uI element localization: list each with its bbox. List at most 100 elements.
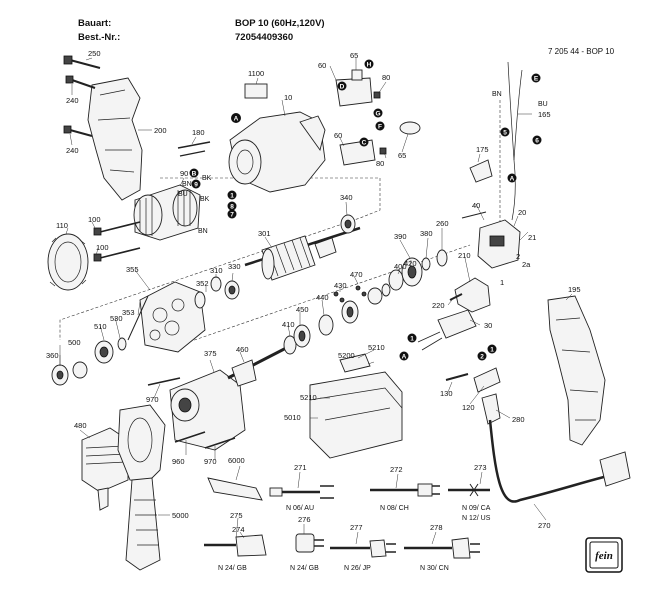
plug-variant-part: [295, 533, 324, 553]
switch-part: [461, 211, 521, 269]
part-label: 100: [96, 243, 109, 252]
part-label: 175: [476, 145, 489, 154]
version-label: N 08/ CH: [380, 505, 409, 512]
part-label: 355: [126, 265, 139, 274]
part-label: 460: [236, 345, 249, 354]
part-label: 271: [294, 463, 307, 472]
clutch-part: [388, 269, 404, 291]
part-label: 400: [394, 262, 407, 271]
marker-1-3: 1: [490, 347, 494, 354]
part-label: 100: [88, 215, 101, 224]
marker-C: C: [362, 140, 367, 147]
part-label: 165: [538, 110, 551, 119]
part-label: 65: [398, 151, 406, 160]
marker-A: A: [234, 116, 239, 123]
part-label: 530: [110, 314, 123, 323]
part-label: 480: [74, 421, 87, 430]
part-label: 380: [420, 229, 433, 238]
part-label: 240: [66, 96, 79, 105]
connection-markers: A B 9 1 8 7 H D G F C E 5 6 A 1 A 2 1: [189, 59, 542, 361]
marker-9: 9: [194, 182, 198, 189]
part-label: 353: [122, 308, 135, 317]
part-label: 301: [258, 229, 271, 238]
cord-clamp-part: [469, 159, 493, 183]
ball-set-part: [333, 285, 367, 303]
part-label: 200: [154, 126, 167, 135]
pin-part: [127, 295, 149, 341]
assembly-guide-line: [179, 244, 471, 346]
bearing-part: [194, 291, 206, 309]
marker-6: 6: [535, 138, 539, 145]
marker-1: 1: [230, 193, 234, 200]
marker-7: 7: [230, 212, 234, 219]
part-label: 375: [204, 349, 217, 358]
assembly-guide-line: [59, 177, 381, 340]
washer-part: [210, 276, 222, 292]
ring-part: [318, 314, 334, 336]
part-label: 65: [350, 51, 358, 60]
marker-F: F: [378, 124, 382, 131]
version-label: N 30/ CN: [420, 565, 449, 572]
label-plate-part: [244, 83, 268, 99]
part-label: 420: [404, 259, 417, 268]
wire-color-label: BN: [182, 181, 192, 188]
washer-part: [72, 361, 88, 379]
part-label: 260: [436, 219, 449, 228]
cord-guard-part: [481, 393, 501, 425]
bauart-value: BOP 10 (60Hz,120V): [235, 18, 325, 29]
part-label: 430: [334, 281, 347, 290]
part-label: 275: [230, 511, 243, 520]
part-label: 273: [474, 463, 487, 472]
screw-part: [174, 431, 206, 443]
screw-part: [445, 373, 469, 381]
part-label: 80: [382, 73, 390, 82]
version-label: N 26/ JP: [344, 565, 371, 572]
bearing-flange-part: [139, 281, 206, 353]
screw-part: [69, 129, 93, 137]
bauart-label: Bauart:: [78, 18, 112, 29]
part-label: 276: [298, 515, 311, 524]
part-label: 970: [146, 395, 159, 404]
version-label: N 24/ GB: [290, 565, 319, 572]
part-label: 220: [432, 301, 445, 310]
part-label: 60: [334, 131, 342, 140]
part-label: 450: [296, 305, 309, 314]
screw-part: [147, 377, 181, 386]
wire-part: [507, 61, 516, 221]
part-label: 360: [46, 351, 59, 360]
fan-guide-ring-part: [47, 233, 89, 291]
marker-1-2: 1: [410, 336, 414, 343]
pin-part: [177, 141, 211, 149]
field-coil-part: [133, 184, 201, 241]
part-label: 5210: [300, 393, 317, 402]
grease-tube-part: [207, 477, 263, 501]
cable-variant-part: [370, 483, 440, 497]
part-label: 2: [516, 252, 520, 261]
screw-part: [69, 59, 101, 69]
wire-color-label: BU: [538, 101, 548, 108]
part-label: 20: [518, 208, 526, 217]
plug-part: [599, 451, 631, 487]
part-label: 270: [538, 521, 551, 530]
part-label: 410: [282, 320, 295, 329]
marker-2: 2: [480, 354, 484, 361]
part-label: 470: [350, 270, 363, 279]
fein-logo-text: fein: [595, 550, 613, 562]
part-label: 960: [172, 457, 185, 466]
brush-holder-part: [339, 121, 421, 166]
spindle-part: [227, 343, 293, 387]
wire-color-label: BU: [178, 191, 188, 198]
part-label: 5200: [338, 351, 355, 360]
screw-part: [449, 293, 463, 301]
version-label: N 24/ GB: [218, 565, 247, 572]
part-label: 5210: [368, 343, 385, 352]
part-label: 1100: [248, 69, 264, 78]
part-label: 60: [318, 61, 326, 70]
part-label: 5010: [284, 413, 301, 422]
part-label: 5000: [172, 511, 189, 520]
marker-8: 8: [230, 204, 234, 211]
part-label: 340: [340, 193, 353, 202]
carrying-case-part: [309, 353, 403, 459]
cable-variant-part: [448, 483, 490, 497]
part-label: 110: [56, 221, 68, 230]
